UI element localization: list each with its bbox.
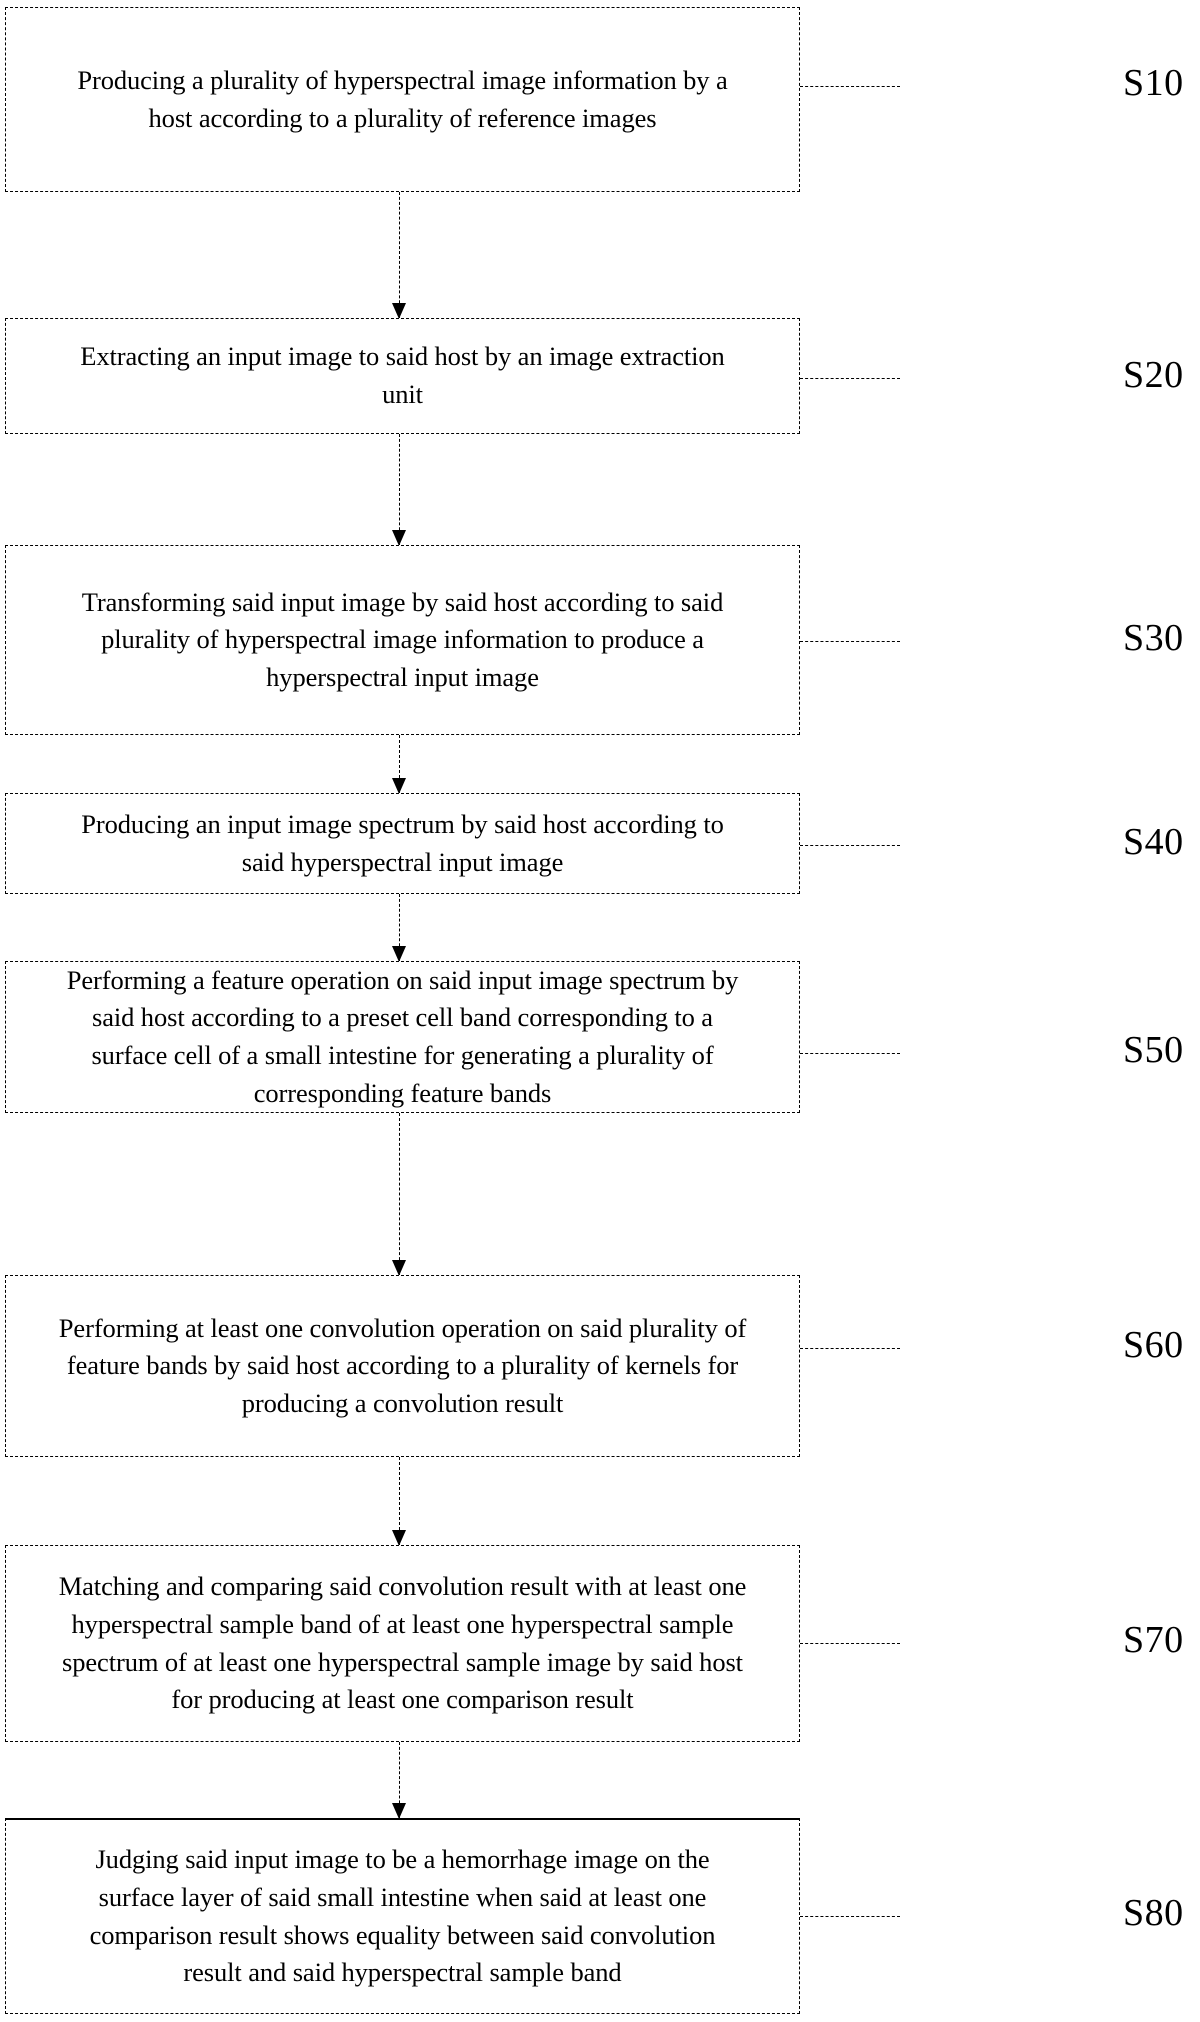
step-text-s60: Performing at least one convolution oper… [58, 1312, 747, 1418]
step-box-s50: Performing a feature operation on said i… [5, 961, 800, 1113]
step-text-s40: Producing an input image spectrum by sai… [81, 808, 724, 877]
step-box-s70: Matching and comparing said convolution … [5, 1545, 800, 1742]
step-box-s60: Performing at least one convolution oper… [5, 1275, 800, 1457]
connector-line [399, 735, 400, 793]
connector-line [399, 434, 400, 545]
step-label-s30: S30 [1123, 617, 1184, 659]
leader-line-s20 [800, 378, 900, 379]
arrowhead-icon [392, 1530, 406, 1546]
leader-line-s40 [800, 845, 900, 846]
step-text-s10: Producing a plurality of hyperspectral i… [77, 64, 728, 133]
step-label-s70: S70 [1123, 1619, 1184, 1661]
arrowhead-icon [392, 1803, 406, 1819]
connector-line [399, 1742, 400, 1818]
step-label-s80: S80 [1123, 1892, 1184, 1934]
step-box-s20: Extracting an input image to said host b… [5, 318, 800, 434]
step-label-s50: S50 [1123, 1029, 1184, 1071]
connector-s20-s30 [392, 434, 406, 546]
connector-s60-s70 [392, 1457, 406, 1546]
arrowhead-icon [392, 1260, 406, 1276]
leader-line-s50 [800, 1053, 900, 1054]
step-box-s10: Producing a plurality of hyperspectral i… [5, 7, 800, 192]
step-label-s20: S20 [1123, 354, 1184, 396]
step-text-s70: Matching and comparing said convolution … [58, 1571, 747, 1715]
step-label-s60: S60 [1123, 1324, 1184, 1366]
step-box-s80: Judging said input image to be a hemorrh… [5, 1818, 800, 2014]
step-text-s20: Extracting an input image to said host b… [80, 341, 725, 409]
connector-line [399, 1113, 400, 1275]
connector-line [399, 192, 400, 318]
leader-line-s80 [800, 1916, 900, 1917]
step-text-s50: Performing a feature operation on said i… [66, 964, 739, 1108]
step-text-s30: Transforming said input image by said ho… [81, 586, 724, 692]
leader-line-s60 [800, 1348, 900, 1349]
arrowhead-icon [392, 946, 406, 962]
connector-line [399, 1457, 400, 1545]
arrowhead-icon [392, 303, 406, 319]
connector-s10-s20 [392, 192, 406, 319]
leader-line-s70 [800, 1643, 900, 1644]
leader-line-s30 [800, 641, 900, 642]
arrowhead-icon [392, 530, 406, 546]
step-label-s40: S40 [1123, 821, 1184, 863]
step-text-s80: Judging said input image to be a hemorrh… [89, 1844, 716, 1988]
connector-s70-s80 [392, 1742, 406, 1819]
connector-s40-s50 [392, 894, 406, 962]
leader-line-s10 [800, 86, 900, 87]
arrowhead-icon [392, 778, 406, 794]
step-box-s30: Transforming said input image by said ho… [5, 545, 800, 735]
step-box-s40: Producing an input image spectrum by sai… [5, 793, 800, 894]
connector-s30-s40 [392, 735, 406, 794]
step-label-s10: S10 [1123, 62, 1184, 104]
connector-line [399, 894, 400, 961]
connector-s50-s60 [392, 1113, 406, 1276]
